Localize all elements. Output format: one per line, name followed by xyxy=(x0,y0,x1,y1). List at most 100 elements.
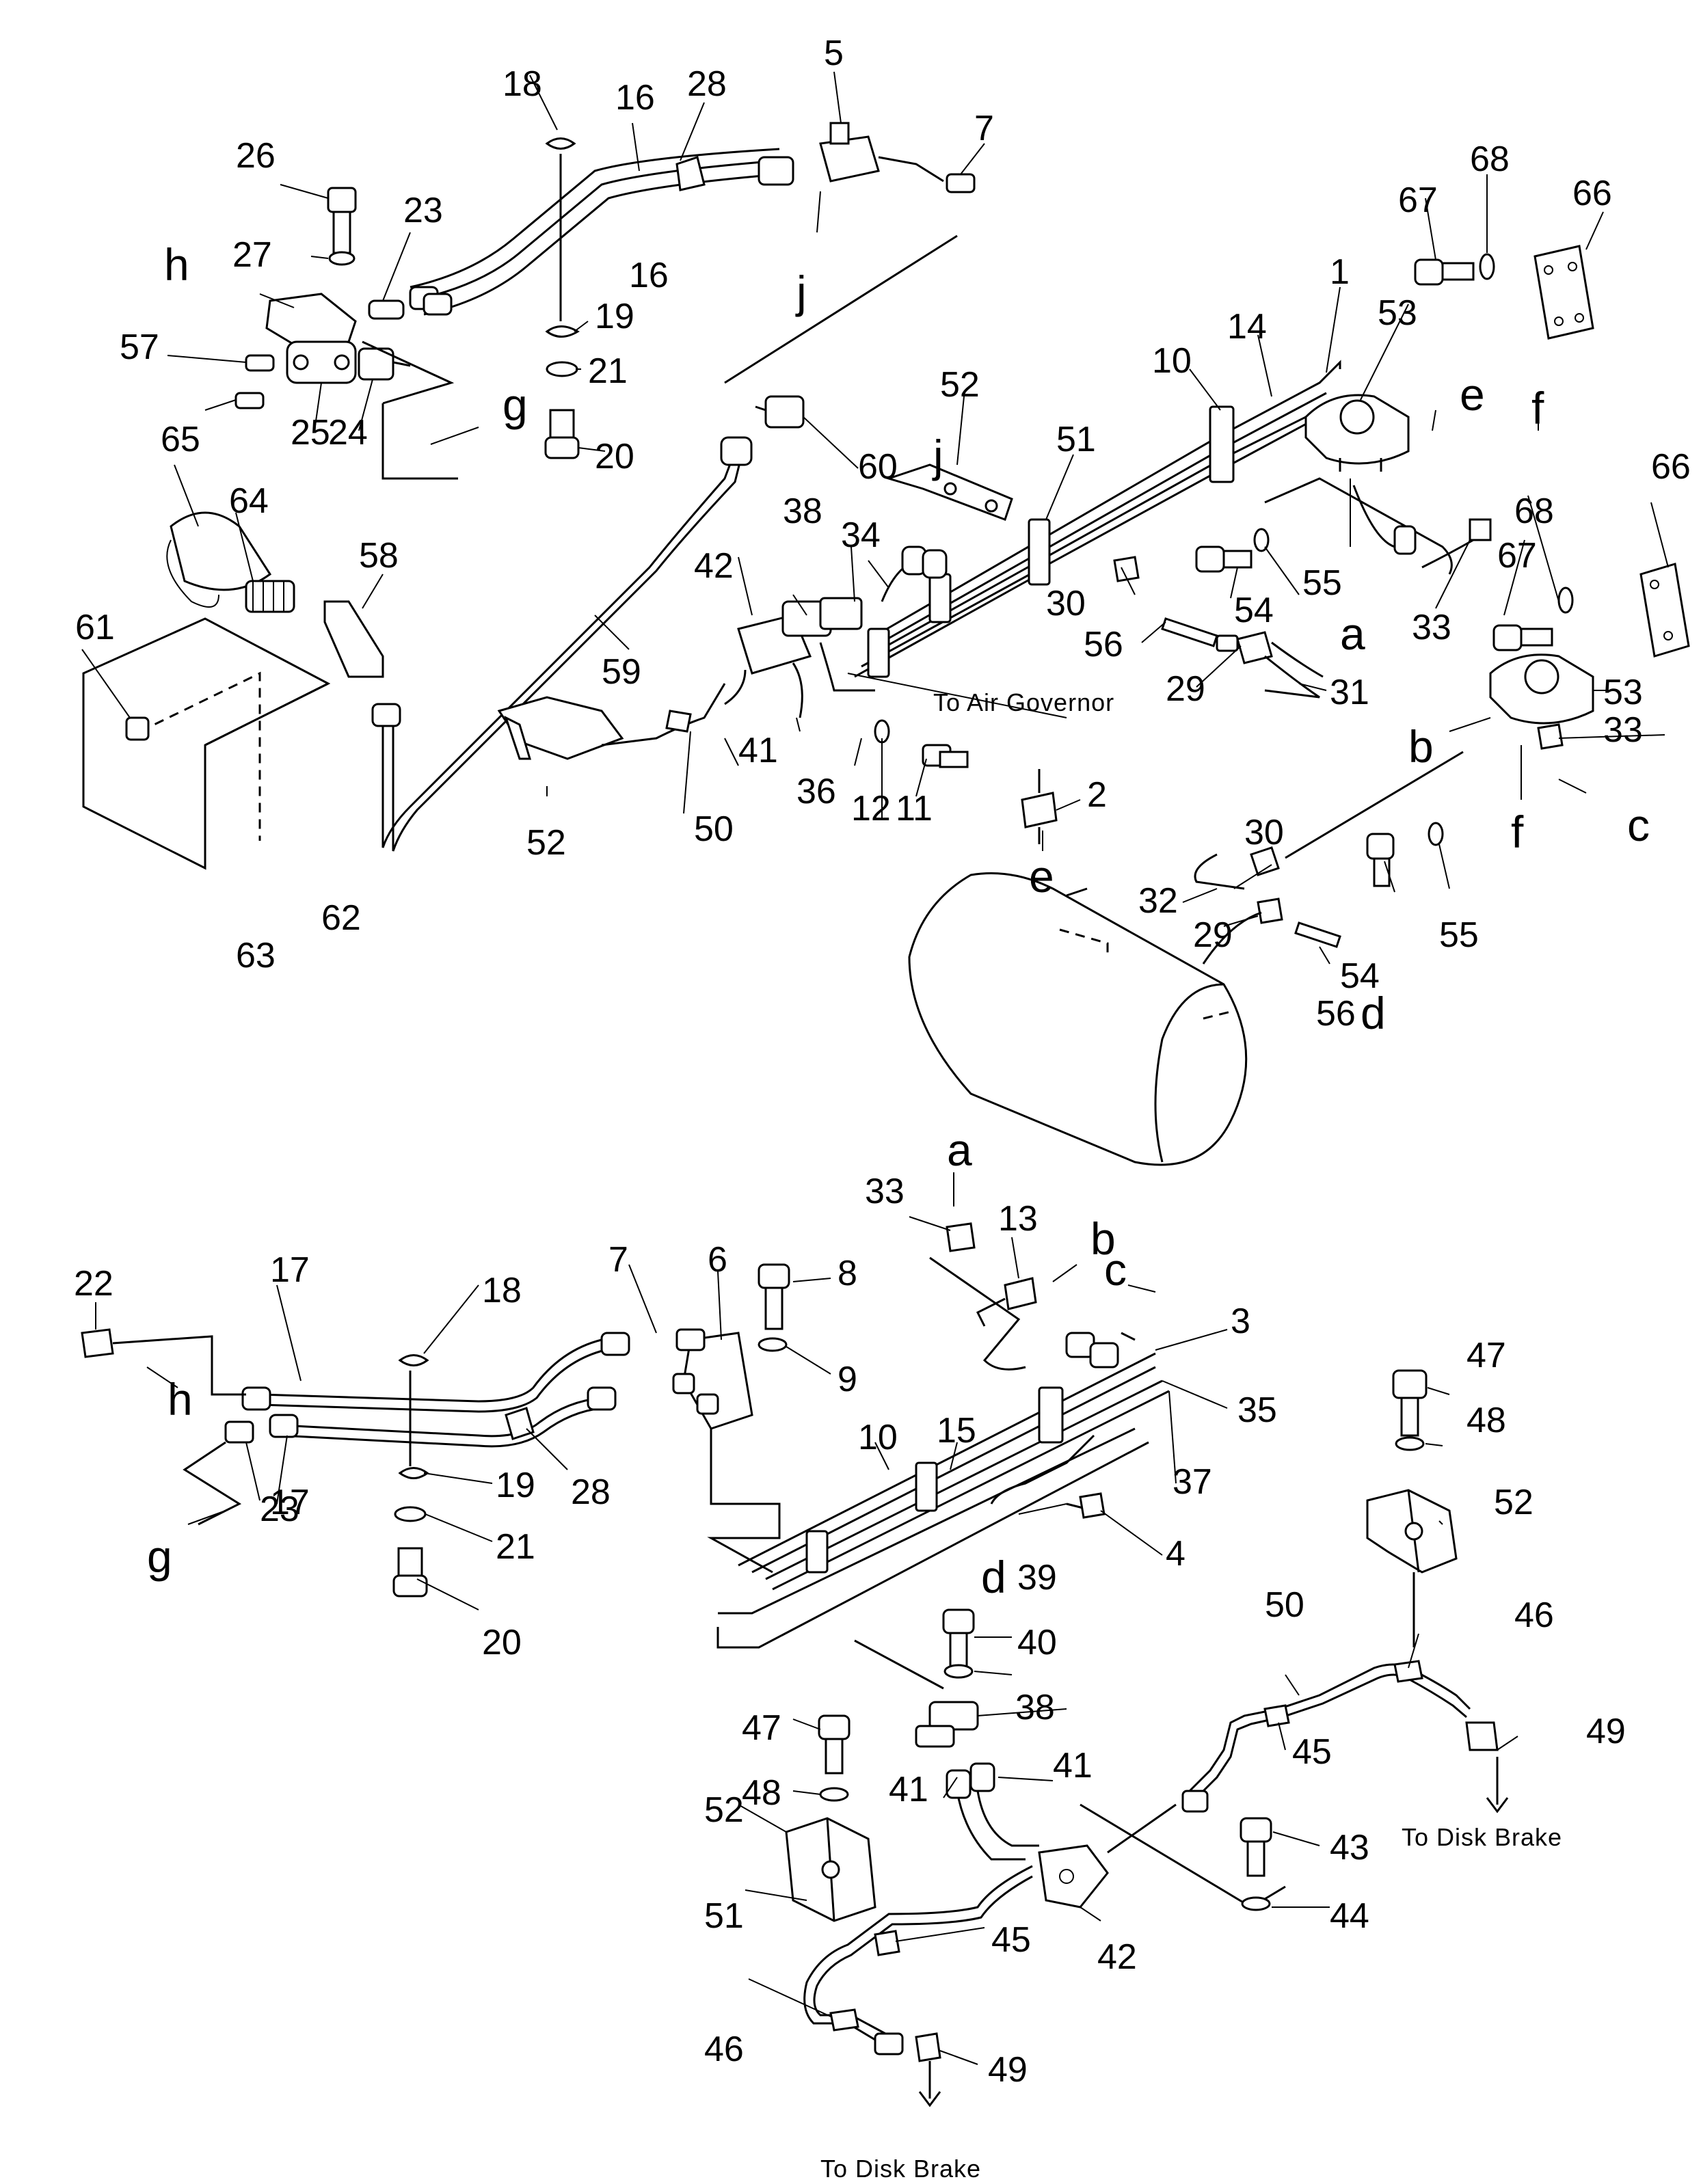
callout-9: 9 xyxy=(838,1360,857,1399)
callout-46-lower: 46 xyxy=(704,2030,744,2069)
callout-16: 16 xyxy=(615,78,655,118)
callout-7-lower: 7 xyxy=(608,1240,628,1280)
callout-10: 10 xyxy=(1152,341,1192,381)
bolt-47-right xyxy=(1392,1369,1428,1451)
callout-42-lower: 42 xyxy=(1097,1937,1137,1977)
tank-fittings-lower xyxy=(1194,751,1464,965)
callout-48-lower: 48 xyxy=(742,1773,781,1813)
callout-17-b: 17 xyxy=(270,1483,310,1522)
callout-52-upper-left: 52 xyxy=(526,823,566,863)
callout-67-mid: 67 xyxy=(1497,536,1537,576)
callout-56-lower: 56 xyxy=(1316,994,1356,1034)
pipe-bundle-upper xyxy=(854,360,1341,678)
callout-54: 54 xyxy=(1234,591,1274,630)
callout-42: 42 xyxy=(694,546,734,586)
pipe-50-lower xyxy=(1181,1660,1509,1814)
callout-33-mid: 33 xyxy=(1603,710,1643,750)
callout-52-lower-right: 52 xyxy=(1494,1483,1533,1522)
callout-29-lower: 29 xyxy=(1193,915,1233,955)
callout-46: 46 xyxy=(1514,1595,1554,1635)
callout-37: 37 xyxy=(1173,1462,1212,1502)
callout-44: 44 xyxy=(1330,1896,1369,1936)
callout-18: 18 xyxy=(503,64,542,104)
callout-59: 59 xyxy=(602,652,641,692)
hose-16 xyxy=(368,148,794,320)
bolt-47-left xyxy=(818,1714,850,1802)
note-to-disk-brake-lower: To Disk Brake xyxy=(820,2155,981,2183)
callout-53: 53 xyxy=(1378,293,1417,333)
callout-40: 40 xyxy=(1017,1623,1057,1662)
callout-45-right: 45 xyxy=(1292,1732,1332,1772)
tee-2 xyxy=(1021,769,1058,844)
fitting-13 xyxy=(976,1277,1037,1327)
bolt-54-lower xyxy=(1366,723,1564,887)
fitting-4 xyxy=(1079,1492,1106,1519)
pipe-51-lower xyxy=(803,1865,1033,2107)
callout-31: 31 xyxy=(1330,673,1369,712)
callout-28: 28 xyxy=(687,64,727,104)
connector-60 xyxy=(724,234,958,429)
bolt-54-upper xyxy=(1195,528,1270,573)
callout-11: 11 xyxy=(896,789,933,828)
callout-52-lower-left: 52 xyxy=(704,1790,744,1830)
callout-30: 30 xyxy=(1046,584,1086,623)
callout-57: 57 xyxy=(120,327,159,367)
callout-65: 65 xyxy=(161,420,200,459)
ref-g-upper: g xyxy=(503,379,528,430)
pipe-bundle-lower xyxy=(716,1332,1170,1649)
callout-63: 63 xyxy=(236,936,276,975)
notes: To Air Governor To Disk Brake To Disk Br… xyxy=(820,688,1562,2183)
bolt-8 xyxy=(758,1263,790,1352)
bracket-52-upper xyxy=(497,683,726,760)
callout-54-lower: 54 xyxy=(1340,956,1380,996)
ref-h-lower: h xyxy=(168,1374,193,1425)
hose-17 xyxy=(241,1332,630,1448)
callout-1: 1 xyxy=(1330,252,1350,292)
callout-23: 23 xyxy=(403,191,443,230)
callout-32: 32 xyxy=(1138,881,1178,921)
callout-47: 47 xyxy=(1466,1336,1506,1375)
callout-53-mid: 53 xyxy=(1603,673,1643,712)
callout-34: 34 xyxy=(841,515,881,555)
bolt-67-upper xyxy=(1414,253,1495,286)
callout-21: 21 xyxy=(588,351,628,391)
callout-28-lower: 28 xyxy=(571,1472,611,1512)
ref-f-mid: f xyxy=(1511,807,1524,857)
relay-valve-6-lower xyxy=(672,1328,781,1574)
callout-66-mid: 66 xyxy=(1651,447,1691,487)
callout-20-lower: 20 xyxy=(482,1623,522,1662)
callout-16-b: 16 xyxy=(629,256,669,295)
fender-cover xyxy=(82,617,331,870)
callout-50: 50 xyxy=(694,809,734,849)
callout-14: 14 xyxy=(1227,307,1267,347)
callout-35: 35 xyxy=(1237,1390,1277,1430)
ref-h-upper: h xyxy=(164,239,189,290)
callout-27: 27 xyxy=(232,235,272,275)
callout-labels: 1 2 3 4 5 6 7 7 8 9 10 10 11 12 13 14 15… xyxy=(74,33,1691,2090)
valve-53-mid xyxy=(1489,653,1594,725)
callout-55: 55 xyxy=(1302,563,1342,603)
ref-f-upper: f xyxy=(1531,383,1544,433)
callout-41-lower-b: 41 xyxy=(1053,1746,1093,1785)
bracket-52-lower-left xyxy=(785,1817,876,1922)
callout-18-lower: 18 xyxy=(482,1271,522,1310)
callout-38-lower: 38 xyxy=(1015,1688,1055,1727)
bracket-52-lower-right xyxy=(1366,1489,1458,1647)
callout-67: 67 xyxy=(1398,180,1438,220)
callout-26: 26 xyxy=(236,136,276,176)
clip-18-19-lower xyxy=(392,1354,429,1597)
callout-33: 33 xyxy=(1412,608,1451,647)
callout-21-lower: 21 xyxy=(496,1527,535,1567)
callout-3: 3 xyxy=(1231,1302,1250,1341)
ref-b-mid: b xyxy=(1408,721,1434,772)
brake-valve-upper xyxy=(235,293,357,409)
callout-22: 22 xyxy=(74,1264,113,1304)
callout-51: 51 xyxy=(1056,420,1096,459)
callout-41: 41 xyxy=(738,731,778,770)
leader-lines xyxy=(81,71,1669,2065)
callout-20: 20 xyxy=(595,437,634,476)
bolt-67-mid xyxy=(1492,587,1574,651)
ref-j-mid: j xyxy=(932,431,943,481)
callout-43: 43 xyxy=(1330,1828,1369,1868)
note-to-disk-brake-right: To Disk Brake xyxy=(1402,1823,1562,1851)
